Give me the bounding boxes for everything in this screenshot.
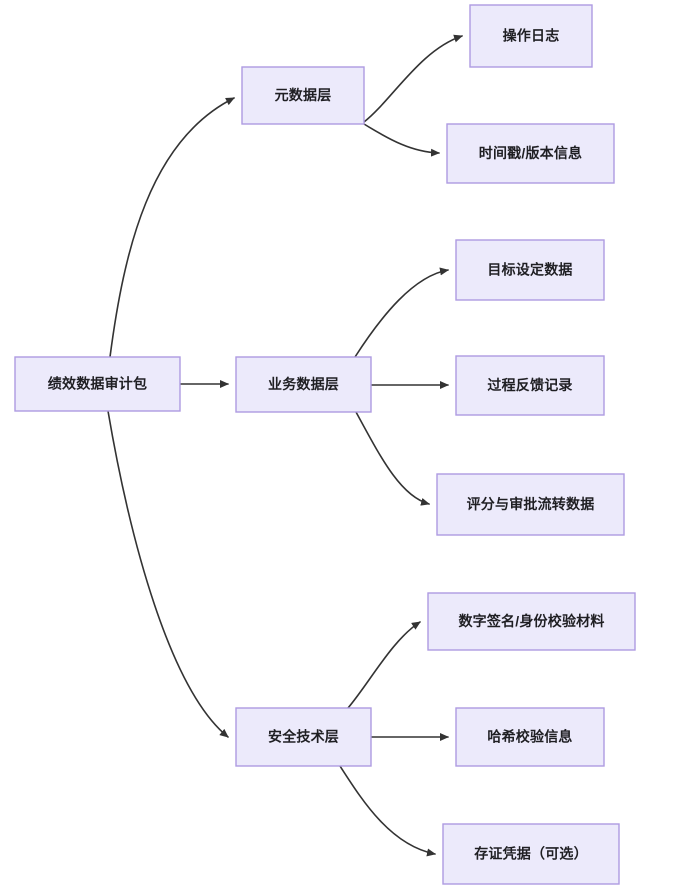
edge-root-to-sec	[107, 410, 229, 738]
node-meta[interactable]: 元数据层	[241, 66, 365, 125]
node-biz[interactable]: 业务数据层	[235, 356, 372, 413]
edge-root-to-meta	[109, 97, 235, 358]
node-box-sec[interactable]	[235, 707, 372, 767]
node-sec[interactable]: 安全技术层	[235, 707, 372, 767]
node-label-sign: 数字签名/身份校验材料	[458, 613, 604, 629]
node-box-feedback[interactable]	[455, 355, 605, 416]
node-label-meta: 元数据层	[275, 87, 332, 103]
edge-biz-to-goal	[354, 267, 449, 358]
node-sign[interactable]: 数字签名/身份校验材料	[427, 592, 636, 651]
node-label-root: 绩效数据审计包	[48, 376, 147, 392]
edge-biz-to-score	[355, 411, 430, 506]
edge-sec-to-evidence	[339, 765, 436, 857]
node-label-tsver: 时间戳/版本信息	[479, 145, 583, 161]
edges-layer	[107, 34, 463, 857]
node-box-hash[interactable]	[455, 707, 605, 767]
node-tsver[interactable]: 时间戳/版本信息	[446, 123, 615, 184]
node-label-hash: 哈希校验信息	[487, 729, 572, 745]
node-label-feedback: 过程反馈记录	[487, 377, 572, 393]
node-label-biz: 业务数据层	[268, 376, 339, 392]
node-hash[interactable]: 哈希校验信息	[455, 707, 605, 767]
node-box-meta[interactable]	[241, 66, 365, 125]
node-label-score: 评分与审批流转数据	[467, 496, 595, 512]
edge-meta-to-tsver	[363, 123, 440, 157]
node-oplog[interactable]: 操作日志	[469, 4, 593, 68]
node-box-goal[interactable]	[455, 239, 605, 301]
node-label-oplog: 操作日志	[503, 28, 560, 44]
node-evidence[interactable]: 存证凭据（可选）	[442, 823, 620, 885]
node-root[interactable]: 绩效数据审计包	[14, 356, 181, 412]
node-box-evidence[interactable]	[442, 823, 620, 885]
node-label-goal: 目标设定数据	[487, 262, 572, 278]
node-box-root[interactable]	[14, 356, 181, 412]
edge-meta-to-oplog	[363, 34, 463, 123]
node-label-evidence: 存证凭据（可选）	[474, 846, 588, 862]
node-box-score[interactable]	[436, 473, 625, 536]
node-box-tsver[interactable]	[446, 123, 615, 184]
edge-sec-to-sign	[347, 621, 421, 709]
node-box-sign[interactable]	[427, 592, 636, 651]
node-box-biz[interactable]	[235, 356, 372, 413]
node-feedback[interactable]: 过程反馈记录	[455, 355, 605, 416]
node-goal[interactable]: 目标设定数据	[455, 239, 605, 301]
node-score[interactable]: 评分与审批流转数据	[436, 473, 625, 536]
node-label-sec: 安全技术层	[268, 729, 339, 745]
node-box-oplog[interactable]	[469, 4, 593, 68]
